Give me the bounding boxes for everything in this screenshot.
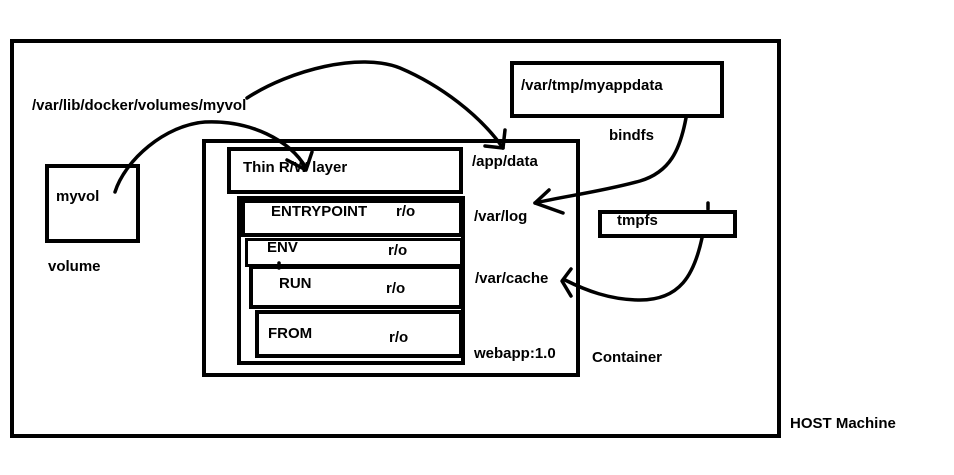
layer-from (255, 310, 463, 358)
tmpfs-label: tmpfs (617, 212, 658, 229)
rw-layer-label: Thin R/W layer (243, 159, 348, 176)
volume-to-app-data-arrow (245, 60, 505, 150)
image-stack (237, 196, 465, 365)
bind-mount-caption: bindfs (609, 127, 654, 144)
myvol-to-rw-layer-arrow (113, 120, 308, 194)
tmpfs-to-var-cache-curve (563, 236, 704, 302)
tmpfs-box (598, 210, 737, 238)
rw-layer (227, 147, 463, 194)
bind-mount-path: /var/tmp/myappdata (521, 77, 663, 94)
bindfs-to-var-log-arrow (533, 116, 688, 205)
layer-from-name: FROM (268, 325, 313, 342)
mount-var-log: /var/log (474, 208, 528, 225)
mount-app-data: /app/data (472, 153, 538, 170)
image-tag: webapp:1.0 (474, 345, 556, 362)
container-label: Container (592, 349, 663, 366)
volume-path: /var/lib/docker/volumes/myvol (32, 97, 247, 114)
layer-entrypoint (241, 199, 463, 237)
bindfs-to-var-log-arrowhead (533, 188, 565, 215)
mount-var-cache: /var/cache (475, 270, 549, 287)
tmpfs-to-var-cache-arrowhead (560, 267, 573, 298)
layer-run (249, 265, 463, 309)
layer-env-mode: r/o (388, 242, 408, 259)
layer-run-name: RUN (279, 275, 312, 292)
host-machine-label: HOST Machine (790, 415, 896, 432)
layer-run-mode: r/o (386, 280, 406, 297)
layer-from-mode: r/o (389, 329, 409, 346)
volume-caption: volume (48, 258, 101, 275)
bind-mount-box (510, 61, 724, 118)
volume-to-app-data-arrowhead (483, 128, 507, 150)
volume-box (45, 164, 140, 243)
layer-entrypoint-mode: r/o (396, 203, 416, 220)
layer-env-name: ENV (267, 239, 298, 256)
volume-name: myvol (56, 188, 100, 205)
layer-entrypoint-name: ENTRYPOINT (271, 203, 368, 220)
myvol-to-rw-layer-arrowhead (285, 150, 314, 172)
